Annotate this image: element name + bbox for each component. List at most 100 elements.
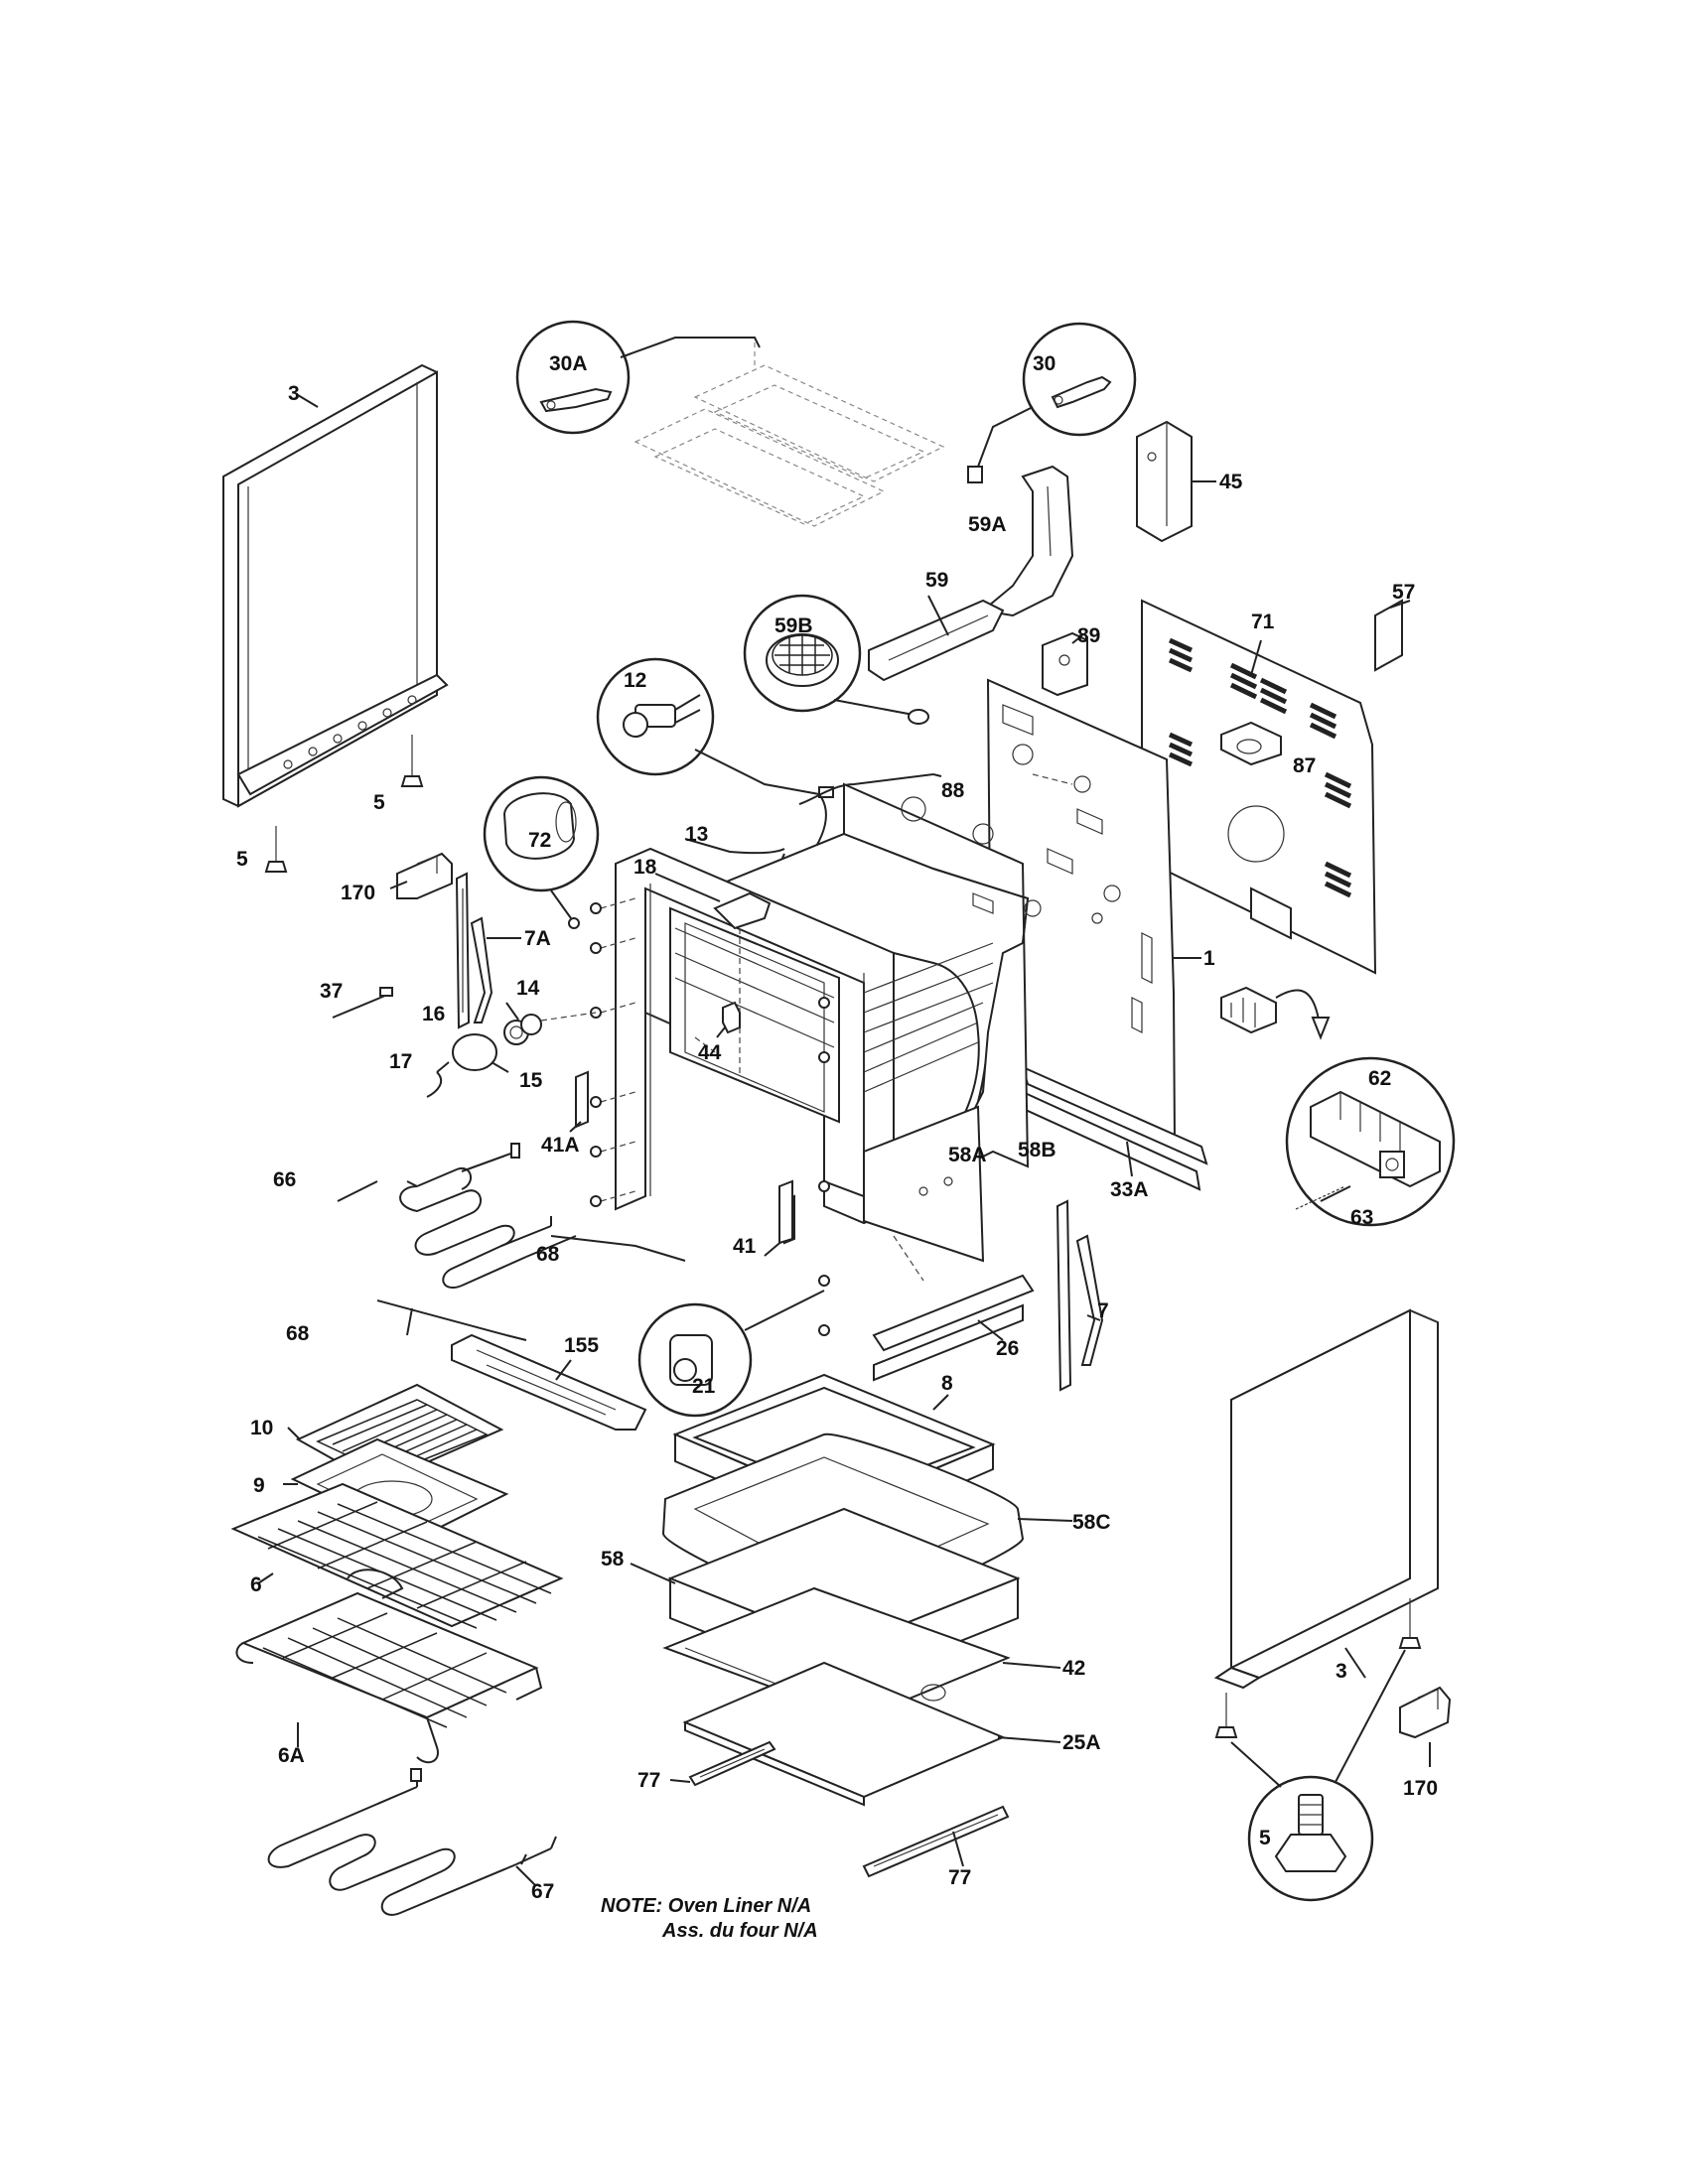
oven-cavity	[590, 782, 1042, 1336]
label-41a: 41A	[541, 1134, 580, 1157]
label-18: 18	[633, 856, 657, 879]
label-68-left: 68	[286, 1322, 310, 1345]
anti-tip-bracket-left	[389, 852, 453, 899]
label-58b: 58B	[1018, 1139, 1056, 1161]
label-59b: 59B	[774, 614, 813, 637]
leveling-screw-top	[400, 735, 424, 787]
left-side-panel	[222, 363, 449, 808]
label-5-left: 5	[236, 848, 248, 871]
label-57: 57	[1392, 581, 1415, 604]
back-panel	[1141, 599, 1377, 975]
label-7: 7	[1097, 1299, 1109, 1322]
anti-tip-bracket-right	[1399, 1686, 1452, 1767]
label-44: 44	[698, 1041, 722, 1064]
label-89: 89	[1077, 624, 1100, 647]
label-62: 62	[1368, 1067, 1391, 1090]
right-side-panel	[1213, 1308, 1439, 1690]
broil-element	[337, 1143, 577, 1289]
lamp-wire	[332, 987, 393, 1019]
note-line-2: Ass. du four N/A	[661, 1920, 818, 1942]
label-63: 63	[1350, 1206, 1373, 1229]
label-87: 87	[1293, 754, 1316, 777]
door-hinge-left	[455, 872, 521, 1029]
label-58: 58	[601, 1548, 625, 1570]
callout-21	[637, 1290, 825, 1418]
label-5-top: 5	[373, 791, 385, 814]
bracket-41a	[569, 1070, 589, 1133]
label-77-right: 77	[948, 1866, 971, 1889]
base-pan	[682, 1661, 1061, 1807]
note-block: NOTE: Oven Liner N/A Ass. du four N/A	[601, 1895, 818, 1942]
label-15: 15	[519, 1069, 543, 1092]
label-9: 9	[253, 1474, 265, 1497]
vent-duct-straight	[868, 595, 1005, 682]
label-26: 26	[996, 1337, 1019, 1360]
label-16: 16	[422, 1003, 445, 1025]
vent-duct-elbow	[980, 465, 1074, 617]
label-42: 42	[1062, 1657, 1085, 1680]
callout-59b	[743, 594, 929, 725]
label-10: 10	[250, 1417, 273, 1439]
bake-element	[267, 1768, 557, 1916]
label-6: 6	[250, 1573, 262, 1596]
label-33a: 33A	[1110, 1178, 1149, 1201]
cooktop-frame-ghost	[633, 342, 945, 527]
note-line-1: NOTE: Oven Liner N/A	[601, 1895, 811, 1917]
part-labels: 3 30A 30 45 59A 59 59B 57 71 89 87 12 88…	[236, 352, 1438, 1903]
leveling-screw-left	[264, 826, 288, 873]
label-17: 17	[389, 1050, 412, 1073]
label-1: 1	[1203, 947, 1215, 970]
label-8: 8	[941, 1372, 953, 1395]
leveling-screw-right-b	[1214, 1693, 1238, 1738]
label-68-right: 68	[536, 1243, 560, 1266]
oven-rack-handle	[235, 1569, 543, 1764]
leveling-screw-right-a	[1398, 1598, 1422, 1649]
lower-front-trim	[872, 1235, 1035, 1382]
callout-30	[967, 322, 1137, 483]
back-panel-vents	[1168, 637, 1352, 898]
label-37: 37	[320, 980, 343, 1003]
label-67: 67	[531, 1880, 554, 1903]
drawer-slide-left	[669, 1740, 776, 1787]
control-box	[1136, 420, 1216, 543]
label-12: 12	[624, 669, 646, 692]
callout-72	[483, 775, 600, 929]
door-hinge-right	[1055, 1199, 1104, 1392]
label-3-right: 3	[1336, 1660, 1347, 1683]
label-77-left: 77	[637, 1769, 660, 1792]
label-155: 155	[564, 1334, 599, 1357]
label-66: 66	[273, 1168, 296, 1191]
callout-30a	[515, 320, 761, 435]
label-7a: 7A	[524, 927, 551, 950]
label-5-callout: 5	[1259, 1827, 1271, 1849]
label-45: 45	[1219, 471, 1243, 493]
rating-plate	[1374, 599, 1411, 672]
label-3-left: 3	[288, 382, 300, 405]
terminal-block	[1220, 986, 1331, 1040]
label-41: 41	[733, 1235, 757, 1258]
label-58a: 58A	[948, 1144, 987, 1166]
callout-62-63	[1285, 1056, 1456, 1227]
label-21: 21	[692, 1375, 716, 1398]
label-6a: 6A	[278, 1744, 305, 1767]
label-71: 71	[1251, 611, 1275, 633]
wire-bracket	[1042, 631, 1088, 697]
label-59a: 59A	[968, 513, 1007, 536]
element-wires	[376, 1235, 686, 1341]
oven-lamp-assembly	[426, 1002, 597, 1098]
drawer-slide-right	[862, 1805, 1010, 1878]
label-14: 14	[516, 977, 540, 1000]
label-170-left: 170	[341, 882, 375, 904]
label-25a: 25A	[1062, 1731, 1101, 1754]
callout-5	[1230, 1649, 1406, 1902]
label-30: 30	[1033, 352, 1055, 375]
label-88: 88	[941, 779, 965, 802]
label-58c: 58C	[1072, 1511, 1111, 1534]
label-13: 13	[685, 823, 708, 846]
label-170-right: 170	[1403, 1777, 1438, 1800]
label-30a: 30A	[549, 352, 588, 375]
label-72: 72	[528, 829, 551, 852]
bracket-41	[778, 1179, 793, 1245]
label-59: 59	[925, 569, 948, 592]
